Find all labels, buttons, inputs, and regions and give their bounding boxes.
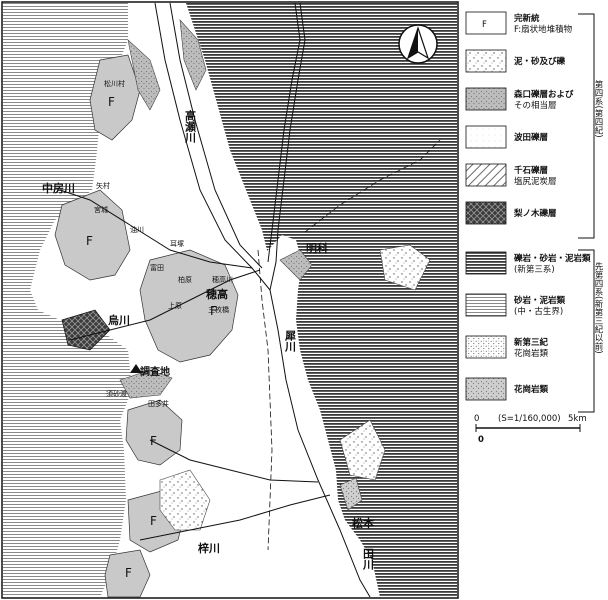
label-hotaka-river-small: 穂高川 — [212, 275, 233, 284]
legend-sublabel: (中・古生界) — [514, 306, 563, 317]
legend-label: 森口礫層および — [514, 89, 574, 100]
mud-areas — [159, 244, 431, 531]
legend-label: 波田礫層 — [514, 132, 548, 143]
scale-end: 5km — [568, 414, 587, 424]
legend-bracket-prequaternary — [578, 249, 595, 413]
label-nakabusa: 中房川 — [42, 181, 75, 195]
label-yuyama: 油川 — [130, 225, 144, 234]
scale-ratio: (S=1/160,000) — [498, 414, 561, 424]
legend-swatch-neogene — [465, 251, 507, 275]
legend-bracket-quaternary — [578, 13, 595, 239]
label-koyagata: 耳塚 — [170, 239, 184, 248]
legend-label: 完新統 — [514, 13, 540, 24]
legend-swatch-nashinoki — [465, 201, 507, 225]
legend-label: 花崗岩類 — [514, 384, 549, 395]
label-akashina: 明科 — [306, 241, 328, 255]
scale-bar: 0 (S=1/160,000) 5km 0 — [474, 414, 587, 445]
legend-label: 千石礫層 — [514, 165, 548, 176]
label-kashiwabara: 柏原 — [178, 275, 192, 284]
fan-symbol: F — [86, 234, 93, 248]
legend: 第四系(第四紀) 先第四系(新第三紀以前) F 完新統F:扇状地堆積物泥・砂及び礫… — [465, 11, 603, 413]
legend-label: 砂岩・泥岩類 — [513, 295, 566, 306]
legend-swatch-sengoku — [465, 163, 507, 187]
paleozoic-west — [3, 3, 132, 597]
legend-label: 泥・砂及び礫 — [514, 56, 566, 67]
legend-swatch-mud — [465, 49, 507, 73]
label-survey-site: 調査地 — [140, 365, 170, 378]
label-azusa: 梓川 — [198, 541, 220, 555]
legend-sublabel: 塩尻泥炭層 — [514, 176, 557, 187]
legend-prequaternary-vertical: 先第四系(新第三紀以前) — [593, 261, 603, 353]
legend-sublabel: F:扇状地堆積物 — [514, 24, 573, 35]
legend-swatch-paleo — [465, 293, 507, 317]
label-takase: 高瀬川 — [184, 109, 198, 143]
fan-symbol: F — [150, 434, 157, 448]
legend-label: 新第三紀 — [514, 337, 549, 348]
label-hotaka: 穂高 — [206, 287, 228, 301]
legend-label: 礫岩・砂岩・泥岩類 — [514, 253, 591, 264]
label-matsukawa: 松川村 — [104, 79, 125, 88]
moriguchi-areas — [119, 19, 313, 399]
rivers — [59, 2, 371, 598]
label-matsumoto: 松本 — [352, 516, 374, 530]
legend-swatch-symbol: F — [482, 20, 487, 30]
fan-symbol: F — [108, 95, 115, 109]
nashinoki-area — [61, 309, 111, 351]
legend-swatch-neogranite — [465, 335, 507, 359]
label-kamihara: 上原 — [168, 301, 182, 310]
fans — [54, 54, 239, 598]
fan-symbol: F — [125, 566, 132, 580]
fan-symbol: F — [150, 514, 157, 528]
scale-start: 0 — [474, 414, 479, 424]
legend-swatch-granite — [465, 377, 507, 401]
label-ta: 田川 — [362, 548, 376, 570]
valley-white — [120, 3, 372, 597]
legend-sublabel: 花崗岩類 — [514, 348, 549, 359]
label-tomita: 富田 — [150, 263, 164, 272]
railway — [257, 139, 441, 551]
legend-swatch-moriguchi — [465, 87, 507, 111]
legend-swatch-hata — [465, 125, 507, 149]
label-sunahara: 須砂渡 — [106, 389, 127, 398]
granite-areas — [339, 477, 363, 511]
label-yamura: 矢村 — [96, 181, 110, 190]
legend-sublabel: その相当層 — [514, 100, 557, 111]
label-tagamai: 田多井 — [148, 399, 169, 408]
label-karasu: 烏川 — [108, 313, 130, 327]
survey-site-marker-icon — [130, 364, 142, 373]
fan-symbol: F — [210, 304, 217, 318]
legend-label: 梨ノ木礫層 — [513, 208, 557, 219]
legend-sublabel: (新第三系) — [514, 264, 555, 275]
scale-bottom-zero: 0 — [478, 435, 484, 445]
legend-swatch-holocene — [465, 11, 507, 35]
fan-labels: F F F F F F — [86, 95, 217, 580]
label-miyagi: 宮城 — [94, 205, 108, 214]
place-labels: 高瀬川 犀川 梓川 烏川 中房川 田川 松本 穂高 明科 調査地 松川村 矢村 … — [42, 79, 375, 570]
legend-quaternary-vertical: 第四系(第四紀) — [593, 79, 603, 137]
label-sanmaibashi: 三枚橋 — [208, 305, 229, 314]
label-sai: 犀川 — [284, 330, 298, 352]
north-arrow-icon — [398, 24, 438, 64]
